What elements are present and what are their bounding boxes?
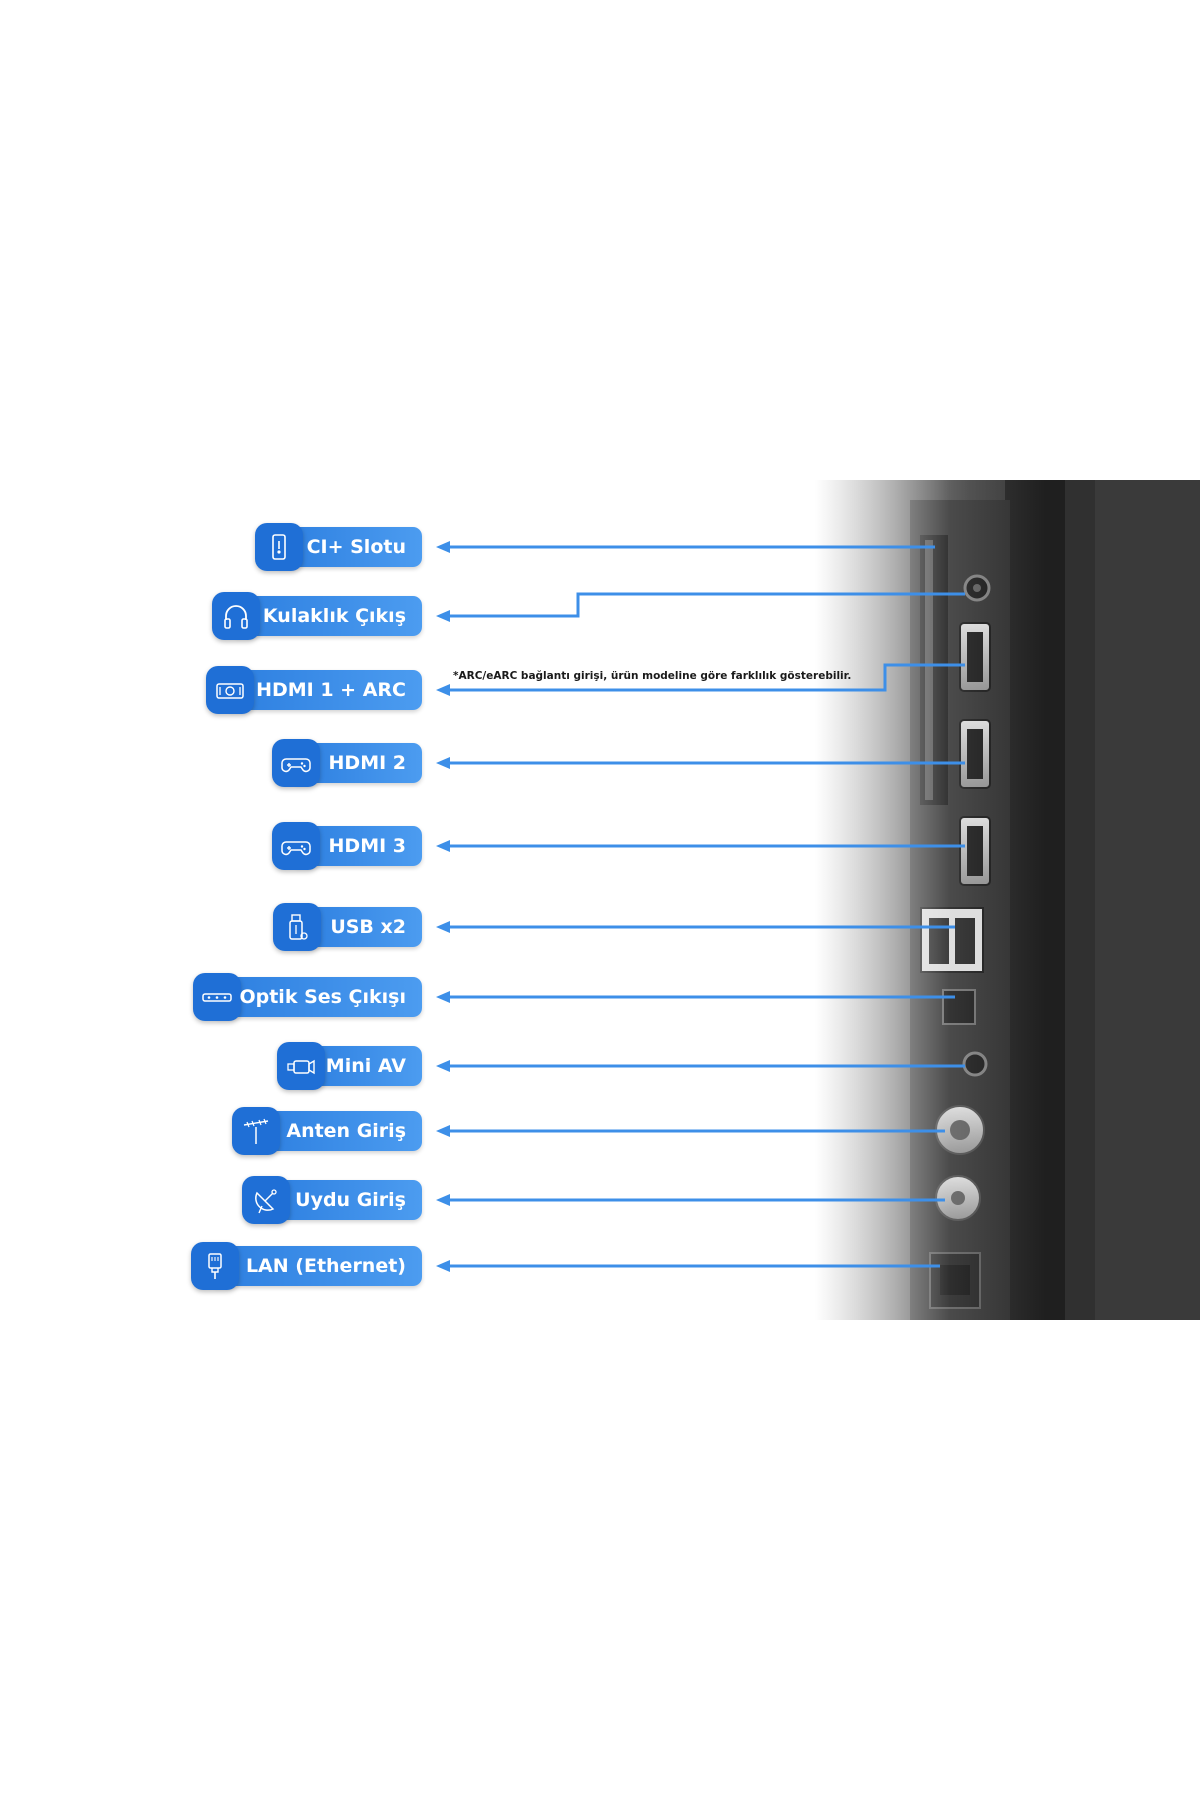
- headphones-icon: [212, 592, 260, 640]
- arrow-ci-slot: [436, 541, 450, 553]
- label-headphone: Kulaklık Çıkış: [212, 592, 422, 640]
- arc-note: *ARC/eARC bağlantı girişi, ürün modeline…: [453, 670, 852, 682]
- arrow-hdmi3: [436, 840, 450, 852]
- arrow-antenna: [436, 1125, 450, 1137]
- label-optical: Optik Ses Çıkışı: [193, 973, 422, 1021]
- soundbar-speaker-icon: [206, 666, 254, 714]
- label-text-antenna: Anten Giriş: [286, 1120, 406, 1142]
- arrow-hdmi2: [436, 757, 450, 769]
- arrow-headphone: [436, 610, 450, 622]
- arrow-miniav: [436, 1060, 450, 1072]
- arrow-optical: [436, 991, 450, 1003]
- label-hdmi2: HDMI 2: [272, 739, 422, 787]
- label-text-satellite: Uydu Giriş: [295, 1189, 406, 1211]
- label-lan: LAN (Ethernet): [191, 1242, 422, 1290]
- label-usb: USB x2: [273, 903, 422, 951]
- video-camera-icon: [277, 1042, 325, 1090]
- label-text-usb: USB x2: [330, 916, 406, 938]
- label-hdmi1: HDMI 1 + ARC: [206, 666, 422, 714]
- label-hdmi3: HDMI 3: [272, 822, 422, 870]
- arrow-hdmi1: [436, 684, 450, 696]
- label-text-hdmi1: HDMI 1 + ARC: [256, 679, 406, 701]
- ci-card-icon: [255, 523, 303, 571]
- label-miniav: Mini AV: [277, 1042, 422, 1090]
- label-antenna: Anten Giriş: [232, 1107, 422, 1155]
- label-text-lan: LAN (Ethernet): [245, 1255, 406, 1277]
- label-text-hdmi2: HDMI 2: [328, 752, 406, 774]
- usb-stick-icon: [273, 903, 321, 951]
- antenna-icon: [232, 1107, 280, 1155]
- tv-back-panel-photo: [815, 480, 1200, 1320]
- label-text-ci-slot: CI+ Slotu: [306, 536, 406, 558]
- soundbar-icon: [193, 973, 241, 1021]
- label-text-optical: Optik Ses Çıkışı: [239, 986, 406, 1008]
- satellite-dish-icon: [242, 1176, 290, 1224]
- arrow-satellite: [436, 1194, 450, 1206]
- arrow-usb: [436, 921, 450, 933]
- ethernet-plug-icon: [191, 1242, 239, 1290]
- label-ci-slot: CI+ Slotu: [255, 523, 422, 571]
- label-text-hdmi3: HDMI 3: [328, 835, 406, 857]
- label-text-miniav: Mini AV: [325, 1055, 406, 1077]
- label-text-headphone: Kulaklık Çıkış: [262, 605, 406, 627]
- arrow-lan: [436, 1260, 450, 1272]
- gamepad-icon: [272, 822, 320, 870]
- label-satellite: Uydu Giriş: [242, 1176, 422, 1224]
- gamepad-icon: [272, 739, 320, 787]
